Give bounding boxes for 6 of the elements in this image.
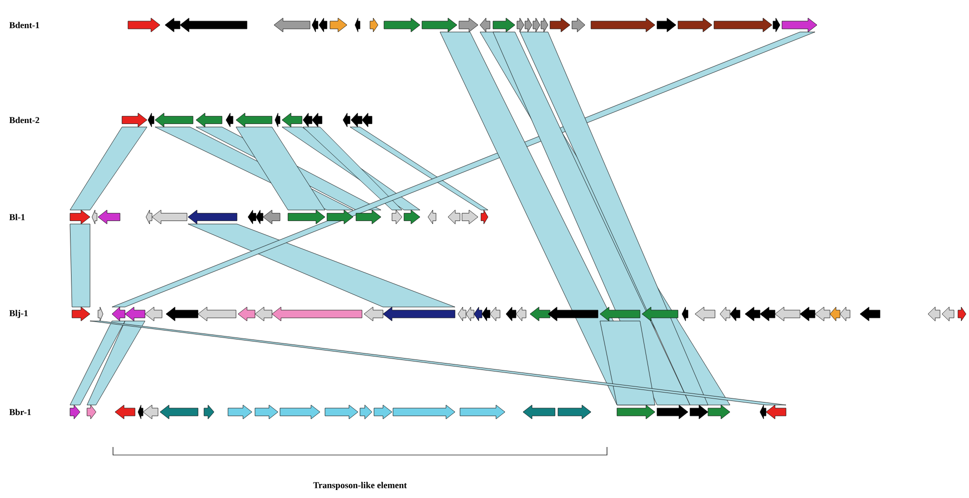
track-label: Blj-1 [9,310,28,318]
track-label: Bdent-1 [9,22,40,28]
caption: Transposon-like element [313,482,407,490]
track-label: Bdent-2 [9,116,40,124]
track-label: Bbr-1 [9,408,31,416]
track-label: Bl-1 [9,214,25,220]
